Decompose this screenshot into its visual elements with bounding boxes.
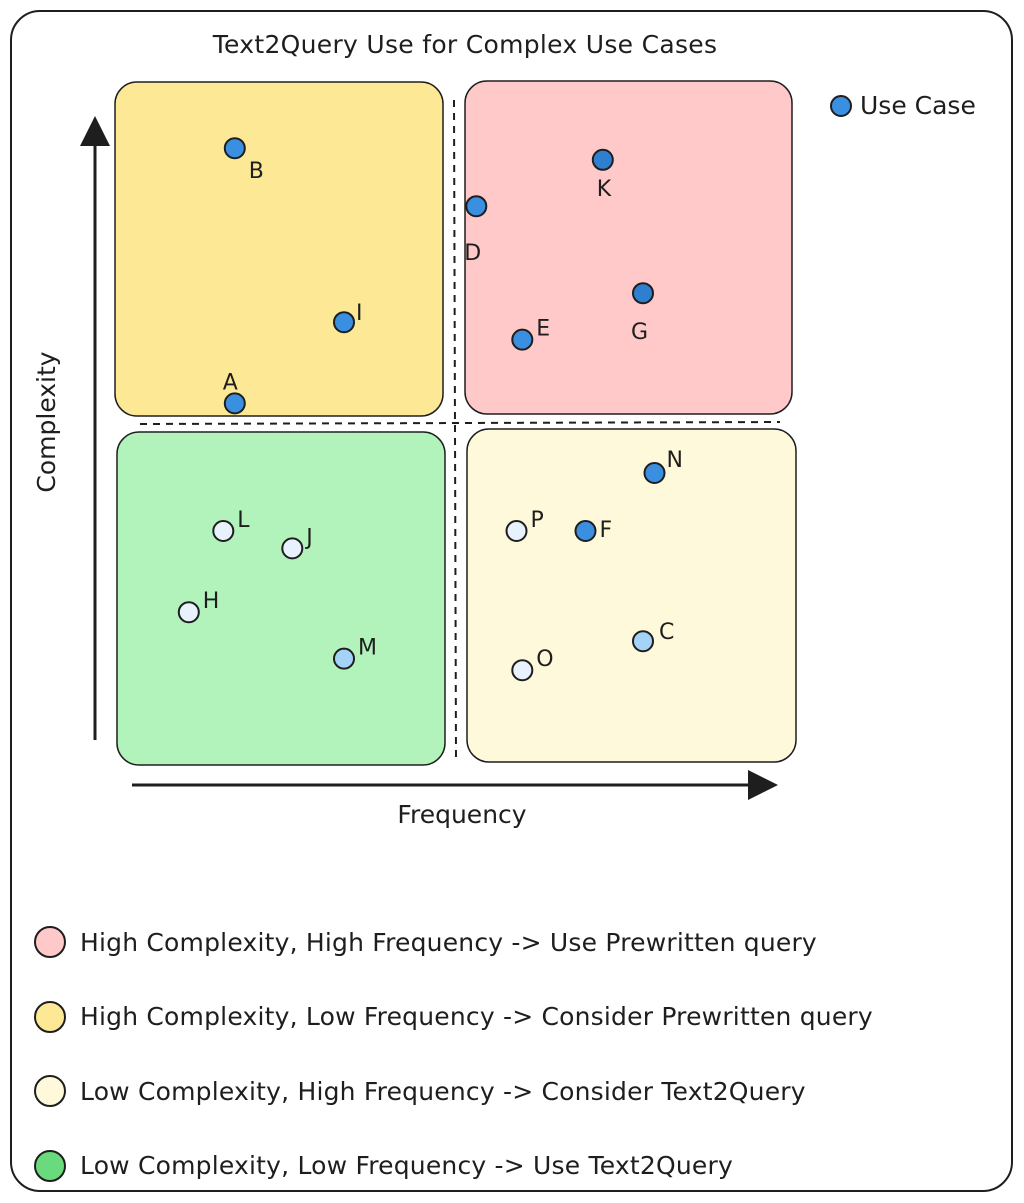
- legend-item-high-low: High Complexity, Low Frequency -> Consid…: [34, 980, 1004, 1055]
- use-case-label-g: G: [631, 320, 648, 345]
- quadrant-high-complexity-high-frequency: [464, 80, 793, 415]
- use-case-point-f: [574, 520, 597, 542]
- use-case-label-b: B: [249, 159, 264, 184]
- points-layer: B I A K D G E N P F C O L J H M: [177, 137, 683, 682]
- use-case-label-c: C: [659, 620, 674, 645]
- quadrant-low-complexity-low-frequency: [116, 431, 446, 766]
- use-case-label-n: N: [667, 448, 683, 473]
- use-case-label-o: O: [536, 647, 553, 672]
- quadrant-legend: High Complexity, High Frequency -> Use P…: [34, 905, 1004, 1203]
- legend-item-low-high: Low Complexity, High Frequency -> Consid…: [34, 1054, 1004, 1129]
- legend-swatch-pink: [34, 926, 66, 959]
- use-case-point-k: [591, 148, 614, 171]
- use-case-label-f: F: [600, 518, 613, 543]
- use-case-label-e: E: [536, 317, 550, 342]
- legend-item-high-high: High Complexity, High Frequency -> Use P…: [34, 905, 1004, 980]
- use-case-point-g: [632, 282, 654, 305]
- use-case-point-a: [223, 392, 246, 415]
- legend-swatch-cream: [34, 1075, 66, 1108]
- y-axis-label: Complexity: [32, 351, 61, 492]
- diagram-title: Text2Query Use for Complex Use Cases: [212, 30, 718, 59]
- legend-item-low-low: Low Complexity, Low Frequency -> Use Tex…: [34, 1129, 1004, 1203]
- use-case-point-p: [505, 520, 528, 542]
- quadrant-low-complexity-high-frequency: [466, 428, 797, 763]
- use-case-point-c: [632, 630, 654, 653]
- use-case-label-a: A: [223, 370, 238, 395]
- use-case-label-m: M: [358, 636, 377, 661]
- legend-swatch-yellow: [34, 1000, 66, 1033]
- quadrant-chart: Frequency Complexity B I A K D G E N P F C O L J H M: [32, 80, 797, 829]
- use-case-point-j: [281, 537, 304, 560]
- use-case-point-h: [177, 601, 200, 624]
- quadrant-high-complexity-low-frequency: [114, 81, 444, 417]
- use-case-label-h: H: [203, 589, 220, 614]
- legend-text: High Complexity, High Frequency -> Use P…: [80, 927, 817, 957]
- use-case-legend: Use Case: [830, 91, 976, 120]
- use-case-label-i: I: [356, 301, 363, 326]
- use-case-label-d: D: [464, 241, 481, 266]
- vertical-divider: [453, 99, 457, 761]
- use-case-label-l: L: [237, 508, 250, 533]
- horizontal-divider: [139, 421, 781, 425]
- use-case-dot: [830, 94, 852, 117]
- use-case-label-p: P: [531, 508, 544, 533]
- use-case-point-e: [511, 328, 534, 351]
- legend-text: Low Complexity, Low Frequency -> Use Tex…: [80, 1151, 733, 1181]
- use-case-label-j: J: [304, 525, 313, 550]
- legend-text: High Complexity, Low Frequency -> Consid…: [80, 1002, 873, 1032]
- use-case-point-d: [465, 195, 488, 218]
- use-case-point-o: [511, 659, 534, 682]
- use-case-label-k: K: [597, 177, 612, 202]
- use-case-point-b: [223, 137, 246, 160]
- use-case-point-m: [333, 647, 355, 670]
- x-axis-label: Frequency: [397, 800, 526, 829]
- legend-text: Low Complexity, High Frequency -> Consid…: [80, 1076, 806, 1106]
- use-case-point-l: [212, 520, 235, 542]
- use-case-label: Use Case: [860, 91, 976, 120]
- use-case-point-n: [643, 462, 666, 484]
- legend-swatch-green: [34, 1149, 66, 1182]
- use-case-point-i: [333, 311, 355, 334]
